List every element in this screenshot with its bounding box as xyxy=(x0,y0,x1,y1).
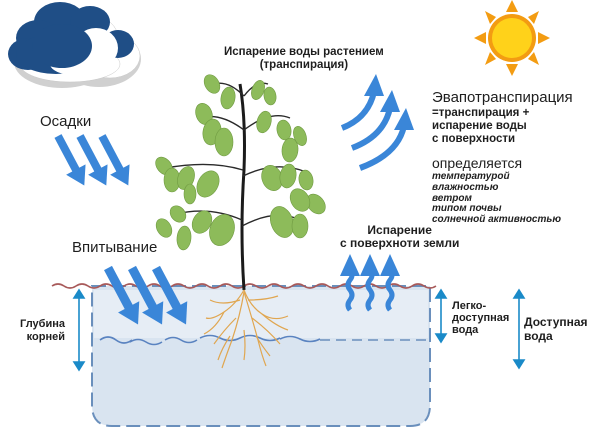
infiltration-arrows xyxy=(104,265,188,325)
plant-icon xyxy=(155,74,326,291)
cloud-icon xyxy=(8,2,141,88)
definition-line2: испарение воды xyxy=(432,119,527,132)
root-depth-line2: корней xyxy=(26,330,65,343)
easy-water-arrow xyxy=(434,288,448,344)
easy-water-line2: доступная xyxy=(452,312,510,325)
factor-item: солнечной активностью xyxy=(432,214,561,226)
determined-by-heading: определяется xyxy=(432,155,523,172)
evapotranspiration-title: Эвапотранспирация xyxy=(432,89,573,106)
root-depth-label: Глубина корней xyxy=(20,318,65,343)
definition-line3: с поверхности xyxy=(432,133,516,146)
plant-transpiration-line1: Испарение воды растением xyxy=(224,46,384,58)
sun-icon xyxy=(474,0,550,76)
root-depth-arrow xyxy=(72,288,86,372)
soil-region xyxy=(91,285,431,427)
roots-icon xyxy=(203,289,289,369)
factors-list: температурой влажностью ветром типом поч… xyxy=(432,171,573,226)
factor-item: температурой xyxy=(432,171,510,183)
evapotranspiration-info: Эвапотранспирация =транспирация + испаре… xyxy=(432,90,573,226)
soil-evaporation-label: Испарение с поверхноти земли xyxy=(340,223,460,251)
infiltration-label: Впитывание xyxy=(72,239,158,256)
plant-transpiration-label: Испарение воды растением (транспирация) xyxy=(224,46,384,71)
plant-transpiration-line2: (транспирация) xyxy=(259,58,349,71)
available-water-label: Доступная вода xyxy=(524,315,588,344)
factor-item: влажностью xyxy=(432,181,499,193)
evapotranspiration-definition: =транспирация + испарение воды с поверхн… xyxy=(432,107,573,147)
precipitation-label: Осадки xyxy=(40,113,92,130)
factor-item: ветром xyxy=(432,192,472,204)
soil-evaporation-line2: с поверхноти земли xyxy=(340,236,460,251)
soil-evaporation-line1: Испарение xyxy=(367,223,432,237)
easy-water-line3: вода xyxy=(452,324,479,337)
available-water-arrow xyxy=(512,288,526,370)
transpiration-arrows xyxy=(340,91,407,171)
precipitation-arrows xyxy=(54,134,130,186)
available-water-line2: вода xyxy=(524,328,553,343)
factor-item: типом почвы xyxy=(432,203,502,215)
root-depth-line1: Глубина xyxy=(20,318,65,330)
easy-water-label: Легко- доступная вода xyxy=(452,300,509,336)
available-water-line1: Доступная xyxy=(524,315,588,329)
easy-water-line1: Легко- xyxy=(452,300,487,312)
definition-line1: =транспирация + xyxy=(432,106,530,119)
soil-evaporation-arrows xyxy=(340,254,400,312)
